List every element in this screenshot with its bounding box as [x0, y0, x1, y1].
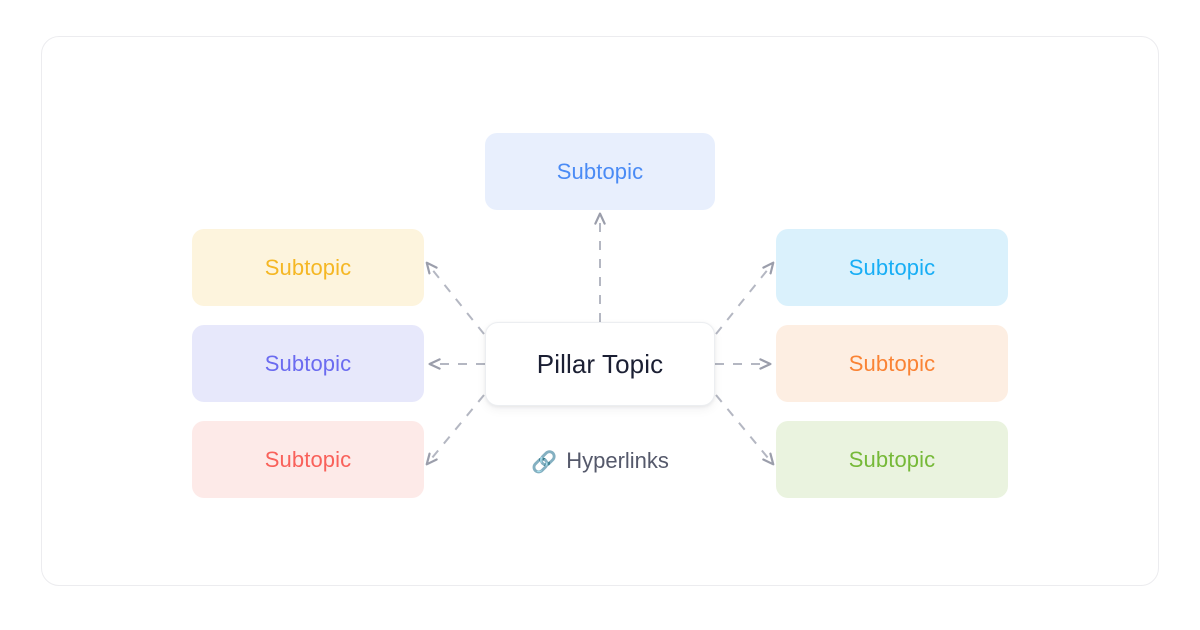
node-label: Subtopic: [848, 254, 936, 280]
node-subtopic-right-upper[interactable]: Subtopic: [776, 229, 1008, 306]
pillar-topic-label: Pillar Topic: [536, 348, 664, 379]
node-subtopic-right-middle[interactable]: Subtopic: [776, 325, 1008, 402]
node-label: Subtopic: [848, 350, 936, 376]
node-label: Subtopic: [264, 350, 352, 376]
diagram-card: [41, 36, 1159, 586]
node-subtopic-left-middle[interactable]: Subtopic: [192, 325, 424, 402]
node-subtopic-right-lower[interactable]: Subtopic: [776, 421, 1008, 498]
node-label: Subtopic: [264, 446, 352, 472]
node-subtopic-left-upper[interactable]: Subtopic: [192, 229, 424, 306]
node-pillar-topic[interactable]: Pillar Topic: [485, 322, 715, 406]
node-label: Subtopic: [848, 446, 936, 472]
node-label: Subtopic: [556, 158, 644, 184]
node-subtopic-top-center[interactable]: Subtopic: [485, 133, 715, 210]
hyperlinks-caption: 🔗 Hyperlinks: [485, 441, 715, 481]
node-label: Subtopic: [264, 254, 352, 280]
node-subtopic-left-lower[interactable]: Subtopic: [192, 421, 424, 498]
link-icon: 🔗: [531, 450, 558, 474]
hyperlinks-label-text: Hyperlinks: [566, 448, 669, 473]
